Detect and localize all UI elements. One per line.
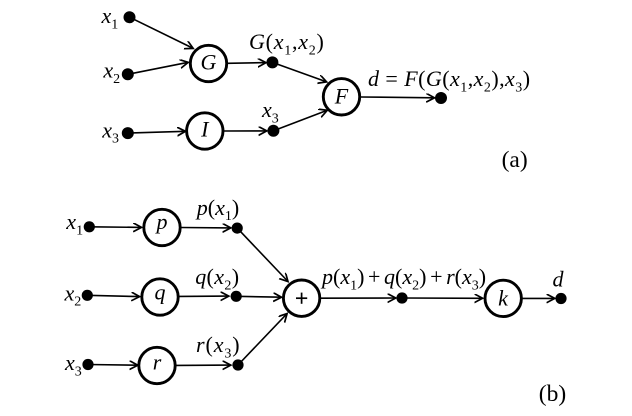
svg-text:q(x2): q(x2)	[195, 264, 239, 293]
svg-text:p(x1)+q(x2)+r(x3): p(x1)+q(x2)+r(x3)	[320, 264, 486, 293]
svg-text:x1: x1	[101, 3, 119, 32]
svg-text:k: k	[498, 286, 509, 311]
svg-text:d: d	[553, 267, 565, 292]
svg-text:(a): (a)	[502, 147, 528, 173]
svg-text:r(x3): r(x3)	[196, 332, 241, 361]
svg-text:x3: x3	[101, 117, 119, 146]
svg-text:F: F	[334, 84, 349, 109]
svg-text:d = F(G(x1,x2),x3): d = F(G(x1,x2),x3)	[368, 66, 531, 95]
svg-text:x1: x1	[65, 209, 83, 238]
svg-text:I: I	[200, 117, 210, 142]
svg-text:x2: x2	[102, 58, 120, 87]
svg-text:r: r	[153, 350, 162, 375]
svg-text:p: p	[155, 209, 168, 234]
svg-text:G(x1,x2): G(x1,x2)	[249, 29, 325, 58]
svg-text:q: q	[155, 280, 166, 305]
svg-text:x3: x3	[261, 97, 279, 126]
svg-text:p(x1): p(x1)	[195, 195, 239, 224]
svg-text:x2: x2	[64, 280, 82, 309]
svg-text:G: G	[201, 50, 217, 75]
svg-text:(b): (b)	[539, 381, 566, 407]
svg-text:x3: x3	[64, 350, 82, 379]
